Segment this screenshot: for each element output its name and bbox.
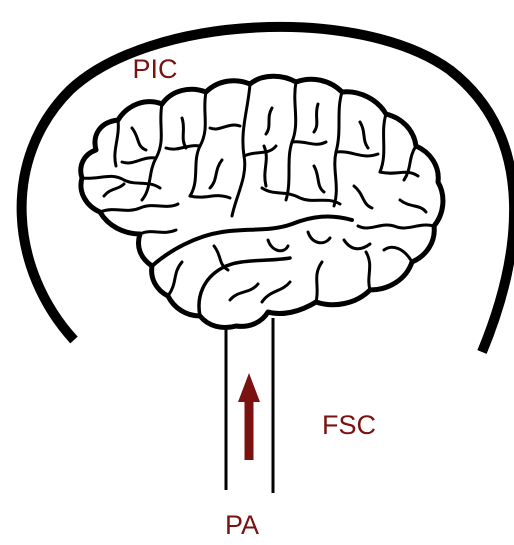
arrow-shaft xyxy=(245,398,254,460)
brain-icon xyxy=(81,76,443,327)
upward-arrow-icon xyxy=(238,373,260,460)
label-pic: PIC xyxy=(132,54,177,84)
arrow-head xyxy=(238,373,260,402)
label-fsc: FSC xyxy=(322,410,376,440)
brain-outline xyxy=(81,76,443,327)
label-pa: PA xyxy=(225,510,259,540)
